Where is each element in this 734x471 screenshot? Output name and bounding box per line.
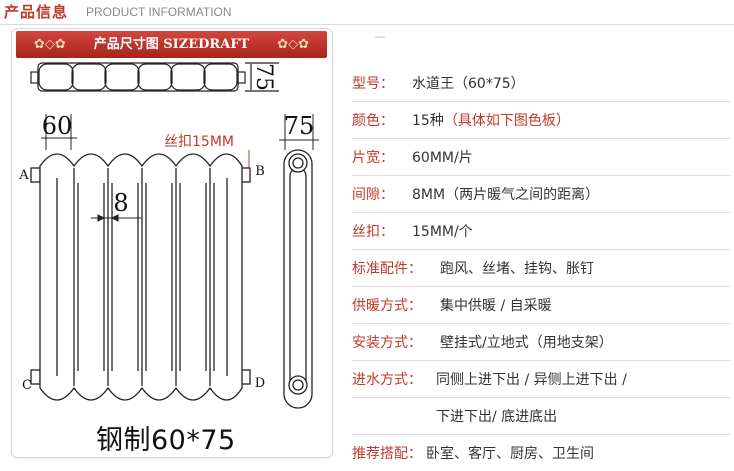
banner-title: 产品尺寸图 SIZEDRAFT xyxy=(93,37,250,52)
spec-value: 下进下出/ 底进底出 xyxy=(436,409,558,425)
spec-label: 推荐搭配： xyxy=(352,446,422,462)
spec-value: 8MM（两片暖气之间的距离） xyxy=(412,187,600,203)
header-divider xyxy=(0,24,734,25)
corner-d-label: D xyxy=(255,376,265,391)
top-left-port xyxy=(30,167,41,183)
spec-label: 颜色： xyxy=(352,113,394,129)
spec-label: 标准配件： xyxy=(352,261,422,277)
top-right-cap xyxy=(237,71,246,84)
spec-row-water-inlet-cont: 下进下出/ 底进底出 xyxy=(352,397,730,435)
side-depth-dimension xyxy=(279,114,319,150)
top-depth-label: 75 xyxy=(251,63,276,91)
spec-label: 进水方式： xyxy=(352,372,422,388)
spec-value: 水道王（60*75） xyxy=(412,76,525,92)
corner-b-label: B xyxy=(255,164,265,179)
spec-label: 安装方式： xyxy=(352,335,422,351)
spec-value: 60MM/片 xyxy=(412,150,473,166)
thread-label: 丝扣15MM xyxy=(164,134,234,150)
section-subtitle: PRODUCT INFORMATION xyxy=(86,5,232,19)
spec-row-gap: 间隙： 8MM（两片暖气之间的距离） xyxy=(352,175,730,213)
side-depth-label: 75 xyxy=(284,112,315,140)
width-dimension xyxy=(41,114,77,150)
spec-value: 15MM/个 xyxy=(412,224,473,240)
spec-row-width: 片宽： 60MM/片 xyxy=(352,138,730,176)
spec-label: 丝扣： xyxy=(352,224,394,240)
spec-highlight: （具体如下图色板） xyxy=(443,113,570,129)
spec-value: 跑风、丝堵、挂钩、胀钉 xyxy=(440,261,594,277)
spec-label: 型号： xyxy=(352,76,394,92)
spec-value: 15种 xyxy=(412,113,444,129)
spec-row-accessories: 标准配件： 跑风、丝堵、挂钩、胀钉 xyxy=(352,249,730,287)
spec-row-installation: 安装方式： 壁挂式/立地式（用地支架） xyxy=(352,323,730,361)
width-label: 60 xyxy=(42,112,73,140)
spec-row-water-inlet: 进水方式： 同侧上进下出 / 异侧上进下出 / xyxy=(352,360,730,398)
bottom-left-port xyxy=(30,369,41,385)
spec-value: 同侧上进下出 / 异侧上进下出 / xyxy=(436,372,627,388)
spec-value: 卧室、客厅、厨房、卫生间 xyxy=(426,446,594,462)
spec-row-model: 型号： 水道王（60*75） xyxy=(352,64,730,102)
top-view-radiator xyxy=(30,62,279,92)
corner-a-label: A xyxy=(18,168,29,183)
corner-c-label: C xyxy=(22,378,32,393)
radiator-size-diagram: 75 60 丝扣15MM 8 A B C D xyxy=(18,62,319,409)
gap-dimension xyxy=(91,214,141,222)
top-left-cap xyxy=(30,71,39,84)
model-caption: 钢制60*75 xyxy=(96,425,236,456)
spec-value: 集中供暖 / 自采暖 xyxy=(440,298,552,314)
ornament-left-icon: ✿◇✿ xyxy=(34,37,66,52)
size-banner: ✿◇✿ 产品尺寸图 SIZEDRAFT ✿◇✿ xyxy=(16,31,327,58)
front-view-radiator xyxy=(30,153,251,401)
section-title: 产品信息 xyxy=(4,3,69,21)
spec-row-color: 颜色： 15种（具体如下图色板） xyxy=(352,101,730,139)
spec-label: 间隙： xyxy=(352,187,394,203)
spec-value: 壁挂式/立地式（用地支架） xyxy=(440,335,613,351)
decorative-dash xyxy=(375,36,385,38)
spec-row-thread: 丝扣： 15MM/个 xyxy=(352,212,730,250)
spec-label: 片宽： xyxy=(352,150,394,166)
gap-label: 8 xyxy=(113,189,128,217)
ornament-right-icon: ✿◇✿ xyxy=(277,37,309,52)
spec-row-heating: 供暖方式： 集中供暖 / 自采暖 xyxy=(352,286,730,324)
side-view-radiator xyxy=(283,149,313,409)
spec-row-recommend: 推荐搭配： 卧室、客厅、厨房、卫生间 xyxy=(352,434,730,471)
spec-label: 供暖方式： xyxy=(352,298,422,314)
